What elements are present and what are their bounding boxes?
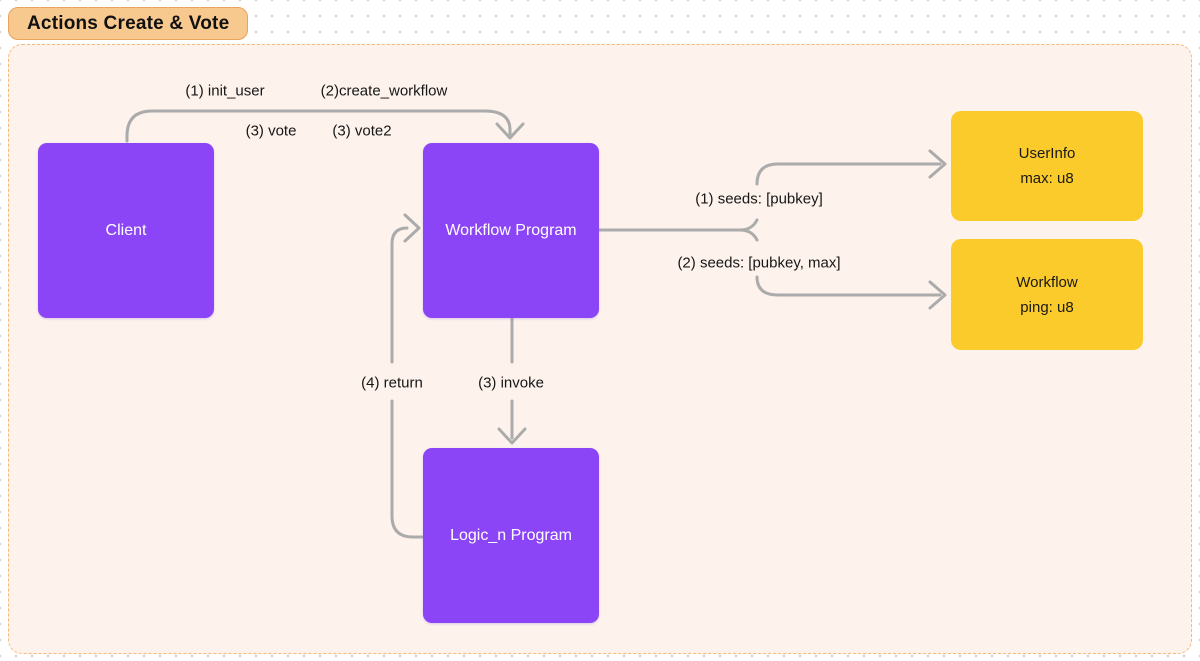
edge-label-seeds-pubkey: (1) seeds: [pubkey] bbox=[695, 190, 823, 208]
node-client-label: Client bbox=[105, 221, 147, 239]
edge-label-return: (4) return bbox=[361, 374, 423, 392]
node-client: Client bbox=[38, 143, 214, 318]
edge-label-create-workflow: (2)create_workflow bbox=[320, 82, 448, 100]
node-workflow-account: Workflow ping: u8 bbox=[951, 239, 1143, 350]
edge-label-init-user: (1) init_user bbox=[185, 82, 265, 100]
node-workflow-account-name: Workflow bbox=[1016, 273, 1078, 291]
node-logic-program-label: Logic_n Program bbox=[450, 526, 572, 544]
diagram-title-badge: Actions Create & Vote bbox=[8, 7, 249, 40]
node-workflow-account-field: ping: u8 bbox=[1020, 298, 1074, 316]
node-logic-program: Logic_n Program bbox=[423, 448, 599, 623]
edge-label-vote: (3) vote bbox=[245, 122, 297, 140]
edge-label-vote2: (3) vote2 bbox=[332, 122, 392, 140]
node-workflow-program-label: Workflow Program bbox=[445, 221, 577, 239]
edge-label-invoke: (3) invoke bbox=[478, 374, 544, 392]
node-userinfo-name: UserInfo bbox=[1018, 145, 1076, 162]
node-userinfo-field: max: u8 bbox=[1020, 170, 1074, 187]
node-workflow-program: Workflow Program bbox=[423, 143, 599, 318]
node-userinfo-account: UserInfo max: u8 bbox=[951, 111, 1143, 221]
edge-label-seeds-pubkey-max: (2) seeds: [pubkey, max] bbox=[677, 254, 841, 272]
diagram-title: Actions Create & Vote bbox=[27, 12, 230, 34]
